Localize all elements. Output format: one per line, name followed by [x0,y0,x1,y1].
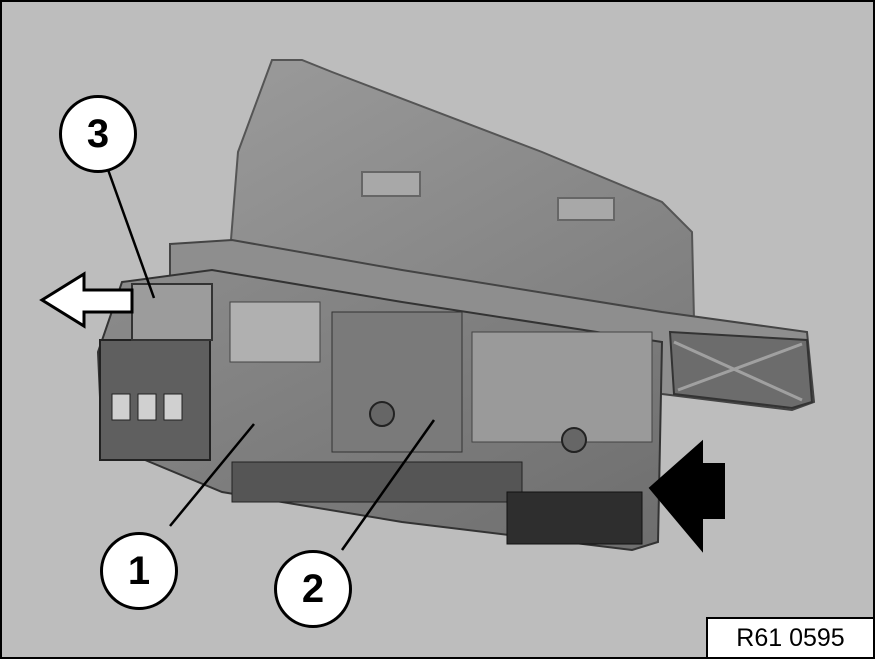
carrier-fin [228,59,696,322]
leader-line-1 [169,423,255,527]
bracket-rib-a [673,340,803,402]
fuse-slot-2 [137,393,157,421]
fuse-slot-3 [163,393,183,421]
leader-line-2 [340,419,436,551]
callout-3: 3 [59,95,137,173]
bracket-rib-b [677,342,803,392]
figure-code: R61 0595 [706,617,873,657]
upper-terminal [131,283,213,341]
leader-line-3 [104,163,156,299]
rail-end-bracket [668,330,814,410]
dark-connector-block [506,491,643,545]
fin-slot-right [557,197,615,221]
right-panel [471,331,653,443]
solid-arrow-left-icon [648,439,725,553]
outlined-arrow-left-icon [39,271,134,329]
fin-slot-left [361,171,421,197]
center-recess [331,311,463,453]
inner-panel [229,301,321,363]
callout-2: 2 [274,550,352,628]
screw-boss-1 [369,401,395,427]
callout-1: 1 [100,532,178,610]
screw-boss-2 [561,427,587,453]
lower-connector-strip [231,461,523,503]
fuse-slot-1 [111,393,131,421]
